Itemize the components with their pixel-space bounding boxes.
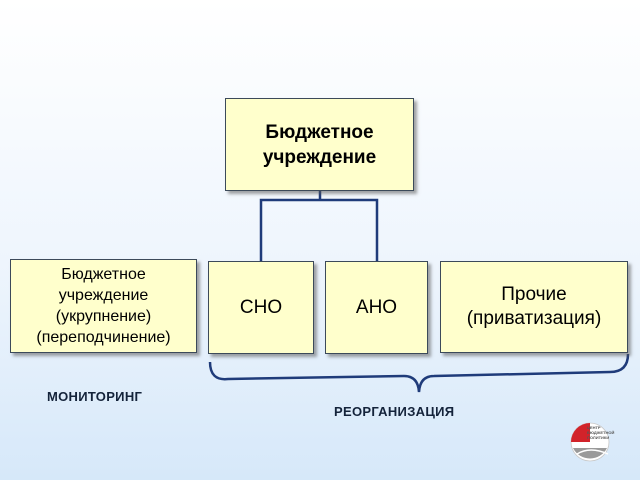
sno-box: СНО [208, 261, 314, 354]
ano-box-label: АНО [355, 296, 398, 318]
reorganization-brace [208, 353, 630, 393]
reorganization-label: РЕОРГАНИЗАЦИЯ [334, 404, 455, 419]
consolidation-box-label: Бюджетное учреждение (укрупнение) (переп… [36, 266, 171, 346]
logo-text: ЦЕНТР БЮДЖЕТНОЙ ПОЛИТИКИ [587, 425, 615, 440]
budget-institution-root-box: Бюджетное учреждение [225, 98, 414, 191]
root-connector [259, 191, 379, 261]
budget-institution-consolidation-box: Бюджетное учреждение (укрупнение) (переп… [10, 259, 197, 353]
privatization-box-label: Прочие (приватизация) [466, 284, 602, 329]
root-box-label: Бюджетное учреждение [262, 121, 377, 168]
logo-emblem-icon [570, 422, 610, 462]
sno-box-label: СНО [239, 296, 283, 318]
other-privatization-box: Прочие (приватизация) [440, 261, 628, 353]
monitoring-label: МОНИТОРИНГ [47, 389, 143, 404]
center-logo: ЦЕНТР БЮДЖЕТНОЙ ПОЛИТИКИ [570, 418, 634, 468]
ano-box: АНО [325, 261, 428, 354]
